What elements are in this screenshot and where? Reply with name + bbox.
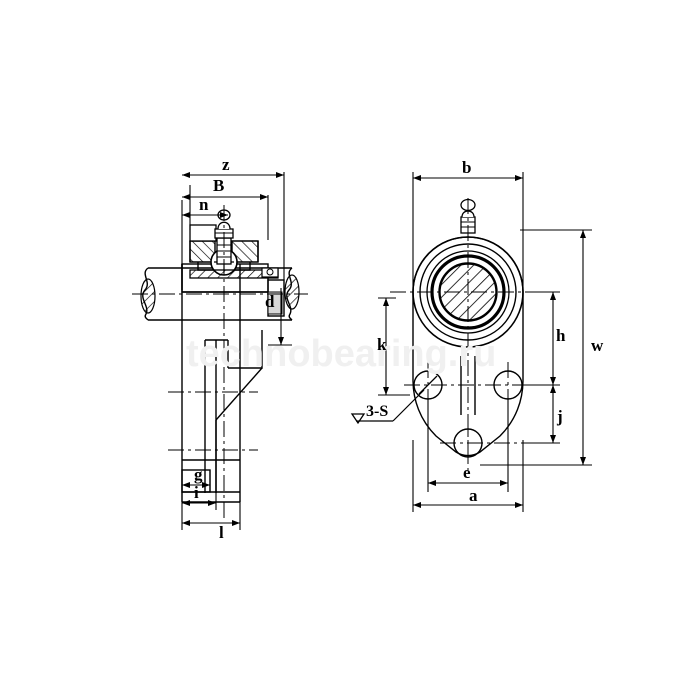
dim-label-e: e [463, 463, 471, 482]
dim-label-k: k [377, 335, 387, 354]
dim-label-j: j [557, 407, 563, 426]
dim-label-n: n [199, 195, 209, 214]
housing-bracket-arm [181, 264, 241, 503]
dim-label-b: b [462, 158, 472, 177]
dim-label-w: w [591, 336, 604, 355]
front-view-dimensions [378, 172, 592, 512]
bracket-internal-rib [204, 330, 263, 493]
side-view-group [132, 172, 308, 530]
dim-label-B: B [213, 176, 225, 195]
site-watermark: technobearing.ru [186, 333, 497, 375]
dim-label-g: g [194, 465, 203, 484]
side-view-dimensions [181, 172, 292, 530]
dim-label-i: i [194, 483, 199, 502]
dim-label-a: a [469, 486, 478, 505]
side-view-centerlines [132, 205, 308, 520]
dim-label-d: d [265, 292, 275, 311]
dim-label-l: l [219, 523, 224, 542]
bearing-insert-section [189, 224, 279, 279]
dim-label-z: z [222, 155, 230, 174]
front-view-group [350, 172, 592, 512]
bolt-hole-note: 3-S [366, 403, 389, 420]
bracket-foot [181, 469, 240, 493]
bolt-note-leader [350, 389, 425, 425]
dim-label-h: h [556, 326, 566, 345]
